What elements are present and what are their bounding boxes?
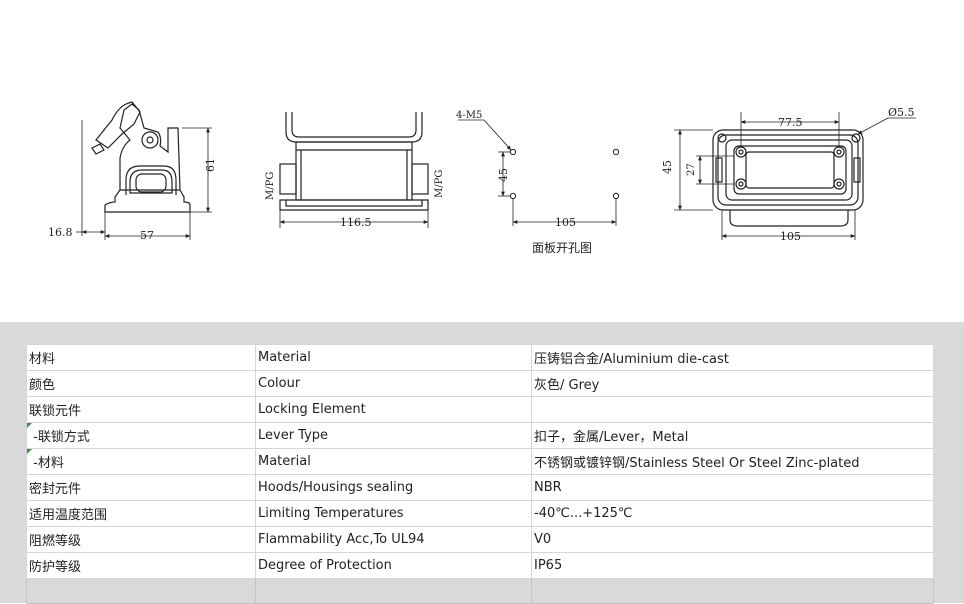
side-thread-left-label: M/PG <box>265 172 276 200</box>
cutout-hole <box>509 148 517 156</box>
cutout-hole <box>612 148 620 156</box>
front-height-label: 61 <box>204 158 217 172</box>
panel-cutout <box>509 148 620 200</box>
cutout-horizontal-label: 105 <box>555 216 576 229</box>
spec-english-label: Degree of Protection <box>255 552 532 579</box>
spec-english-label: Limiting Temperatures <box>255 500 532 527</box>
top-width-label: 105 <box>780 230 801 243</box>
spec-chinese-text: -联锁方式 <box>29 430 90 445</box>
spec-english-label: Colour <box>255 370 532 397</box>
spec-english-label: Locking Element <box>255 396 532 423</box>
side-view <box>279 112 429 211</box>
cutout-vertical-label: 45 <box>497 168 510 182</box>
spec-chinese-label: 联锁元件 <box>26 396 256 423</box>
side-width-label: 116.5 <box>340 216 372 229</box>
side-view-dimensions <box>279 210 429 228</box>
cutout-caption: 面板开孔图 <box>532 241 592 255</box>
front-offset-label: 16.8 <box>48 226 73 239</box>
spec-value: IP65 <box>531 552 934 579</box>
spec-chinese-label: 密封元件 <box>26 474 256 501</box>
spec-chinese-label: -材料 <box>26 448 256 475</box>
spec-value: 灰色/ Grey <box>531 370 934 397</box>
cutout-hole <box>509 192 517 200</box>
spec-value: V0 <box>531 526 934 553</box>
comment-marker-icon <box>27 449 32 454</box>
spec-chinese-label: 防护等级 <box>26 552 256 579</box>
spec-chinese-text: -材料 <box>29 456 64 471</box>
spec-english-label: Lever Type <box>255 422 532 449</box>
spec-chinese-label: 适用温度范围 <box>26 500 256 527</box>
spec-english-label: Hoods/Housings sealing <box>255 474 532 501</box>
spec-english-label: Material <box>255 448 532 475</box>
spec-value: NBR <box>531 474 934 501</box>
technical-drawing: 61 57 16.8 116.5 M/PG M/PG <box>48 101 916 255</box>
spec-chinese-label: -联锁方式 <box>26 422 256 449</box>
spec-chinese-label: 颜色 <box>26 370 256 397</box>
spec-value <box>531 396 934 423</box>
cutout-hole <box>612 192 620 200</box>
side-thread-right-label: M/PG <box>434 170 445 198</box>
top-view-dimensions <box>674 112 916 240</box>
front-view <box>91 101 191 213</box>
comment-marker-icon <box>27 423 32 428</box>
panel-cutout-dimensions <box>458 119 617 226</box>
top-inner-height-label: 27 <box>686 163 697 176</box>
top-height-label: 45 <box>661 160 674 174</box>
top-hole-label: Ø5.5 <box>888 106 915 119</box>
top-inner-width-label: 77.5 <box>778 116 803 129</box>
spec-english-label: Flammability Acc,To UL94 <box>255 526 532 553</box>
top-view <box>712 129 864 227</box>
front-view-dimensions <box>76 120 212 240</box>
spec-value: -40℃...+125℃ <box>531 500 934 527</box>
cutout-holes-label: 4-M5 <box>456 110 482 121</box>
spec-row-empty <box>26 578 934 604</box>
front-width-label: 57 <box>140 229 154 242</box>
spec-chinese-label: 阻燃等级 <box>26 526 256 553</box>
spec-value: 扣子，金属/Lever，Metal <box>531 422 934 449</box>
spec-english-label: Material <box>255 344 532 371</box>
spec-empty-cell <box>255 578 532 604</box>
spec-value: 不锈钢或镀锌钢/Stainless Steel Or Steel Zinc-pl… <box>531 448 934 475</box>
spec-chinese-label: 材料 <box>26 344 256 371</box>
spec-empty-cell <box>531 578 934 604</box>
spec-empty-cell <box>26 578 256 604</box>
spec-value: 压铸铝合金/Aluminium die-cast <box>531 344 934 371</box>
